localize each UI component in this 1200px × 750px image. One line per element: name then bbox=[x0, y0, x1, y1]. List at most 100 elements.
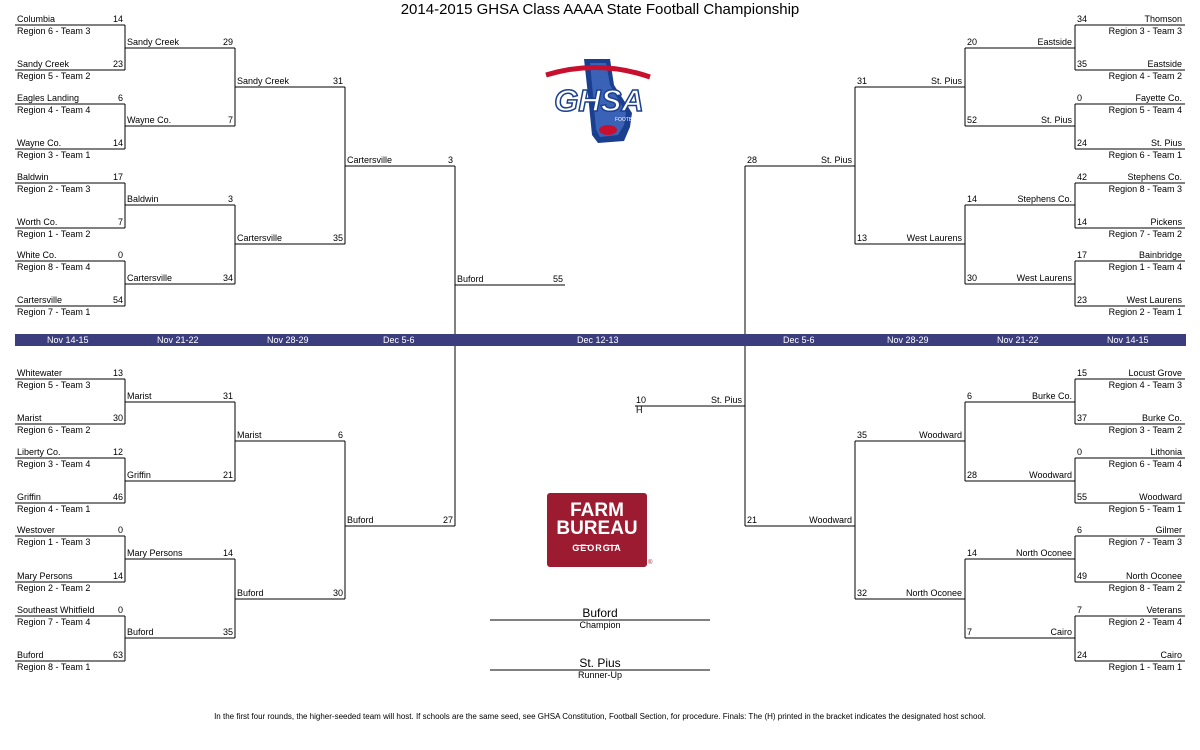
r1-right-team: Gilmer bbox=[1155, 525, 1183, 535]
r1-right-score: 55 bbox=[1077, 492, 1088, 502]
final-left-score: 55 bbox=[552, 274, 563, 284]
r2-right-team: Woodward bbox=[1029, 470, 1072, 480]
r1-right-seed: Region 4 - Team 2 bbox=[1108, 71, 1182, 81]
final-host-marker: H bbox=[636, 405, 643, 415]
r1-right-seed: Region 7 - Team 3 bbox=[1108, 537, 1182, 547]
r2-right-team: Stephens Co. bbox=[1017, 194, 1072, 204]
r1-left-seed: Region 6 - Team 3 bbox=[17, 26, 91, 36]
r1-right-team: Eastside bbox=[1147, 59, 1182, 69]
r1-left-seed: Region 3 - Team 4 bbox=[17, 459, 91, 469]
football-icon bbox=[599, 125, 617, 135]
r1-right-seed: Region 1 - Team 1 bbox=[1108, 662, 1182, 672]
r1-right-score: 14 bbox=[1077, 217, 1088, 227]
r1-right-seed: Region 2 - Team 4 bbox=[1108, 617, 1182, 627]
r1-left-score: 54 bbox=[112, 295, 123, 305]
r2-right-score: 6 bbox=[967, 391, 973, 401]
r1-left-score: 30 bbox=[112, 413, 123, 423]
r1-left-score: 7 bbox=[117, 217, 123, 227]
r1-left-team: Eagles Landing bbox=[17, 93, 80, 103]
r1-right-seed: Region 8 - Team 3 bbox=[1108, 184, 1182, 194]
r2-left-team: Marist bbox=[127, 391, 152, 401]
r1-left-team: Liberty Co. bbox=[17, 447, 61, 457]
r2-left-score: 31 bbox=[222, 391, 233, 401]
qf-right-score: 35 bbox=[857, 430, 868, 440]
r1-left-seed: Region 4 - Team 4 bbox=[17, 105, 91, 115]
farm-bureau-line2: BUREAU bbox=[556, 518, 638, 539]
r1-right-score: 37 bbox=[1077, 413, 1088, 423]
r1-left-team: Buford bbox=[17, 650, 44, 660]
r1-right-seed: Region 5 - Team 1 bbox=[1108, 504, 1182, 514]
champion-name: Buford bbox=[582, 606, 618, 620]
date-left-r3: Nov 28-29 bbox=[267, 335, 309, 345]
qf-left-score: 35 bbox=[332, 233, 343, 243]
r1-left-team: Cartersville bbox=[17, 295, 63, 305]
r2-right-score: 30 bbox=[967, 273, 978, 283]
r1-left-seed: Region 2 - Team 3 bbox=[17, 184, 91, 194]
r2-left-score: 34 bbox=[222, 273, 233, 283]
sf-right-team: Woodward bbox=[809, 515, 852, 525]
r2-right-team: West Laurens bbox=[1016, 273, 1072, 283]
date-right-r1: Nov 14-15 bbox=[1107, 335, 1149, 345]
r1-left-seed: Region 7 - Team 4 bbox=[17, 617, 91, 627]
r1-right-seed: Region 3 - Team 2 bbox=[1108, 425, 1182, 435]
qf-left-score: 31 bbox=[332, 76, 343, 86]
r1-right-team: Lithonia bbox=[1150, 447, 1182, 457]
r1-right-seed: Region 8 - Team 2 bbox=[1108, 583, 1182, 593]
r1-left-team: White Co. bbox=[17, 250, 57, 260]
qf-right-score: 31 bbox=[857, 76, 868, 86]
r1-left-seed: Region 5 - Team 2 bbox=[17, 71, 91, 81]
r1-right-seed: Region 3 - Team 3 bbox=[1108, 26, 1182, 36]
r1-right-team: Bainbridge bbox=[1138, 250, 1182, 260]
r1-left-seed: Region 7 - Team 1 bbox=[17, 307, 91, 317]
date-right-r3: Nov 28-29 bbox=[887, 335, 929, 345]
r1-left-score: 0 bbox=[117, 250, 123, 260]
r2-left-score: 21 bbox=[222, 470, 233, 480]
date-left-r1: Nov 14-15 bbox=[47, 335, 89, 345]
r1-left-score: 63 bbox=[112, 650, 123, 660]
r2-left-team: Sandy Creek bbox=[127, 37, 180, 47]
r1-right-seed: Region 6 - Team 4 bbox=[1108, 459, 1182, 469]
r1-right-seed: Region 6 - Team 1 bbox=[1108, 150, 1182, 160]
r1-left-score: 23 bbox=[112, 59, 123, 69]
r1-left-score: 46 bbox=[112, 492, 123, 502]
r2-left-team: Wayne Co. bbox=[127, 115, 172, 125]
sf-right-score: 28 bbox=[747, 155, 758, 165]
r2-right-team: Cairo bbox=[1050, 627, 1072, 637]
r1-right-score: 23 bbox=[1077, 295, 1088, 305]
r1-left-seed: Region 2 - Team 2 bbox=[17, 583, 91, 593]
farm-bureau-line1: FARM bbox=[570, 500, 624, 521]
divider-right bbox=[605, 545, 619, 546]
qf-left-team: Cartersville bbox=[237, 233, 283, 243]
date-right-r2: Nov 21-22 bbox=[997, 335, 1039, 345]
r1-right-team: Veterans bbox=[1146, 605, 1182, 615]
r1-left-team: Mary Persons bbox=[17, 571, 73, 581]
r1-right-score: 7 bbox=[1077, 605, 1083, 615]
r1-left-score: 14 bbox=[112, 14, 123, 24]
ghsa-logo-text: GHSA bbox=[554, 83, 644, 118]
sf-right-team: St. Pius bbox=[820, 155, 852, 165]
final-right-score: 10 bbox=[636, 395, 647, 405]
r2-right-score: 14 bbox=[967, 194, 978, 204]
r1-left-score: 13 bbox=[112, 368, 123, 378]
date-center: Dec 12-13 bbox=[577, 335, 619, 345]
r1-right-score: 24 bbox=[1077, 650, 1088, 660]
sf-left-score: 3 bbox=[447, 155, 453, 165]
date-right-r4: Dec 5-6 bbox=[783, 335, 815, 345]
r1-right-team: Fayette Co. bbox=[1135, 93, 1182, 103]
r1-left-seed: Region 8 - Team 4 bbox=[17, 262, 91, 272]
r2-right-score: 20 bbox=[967, 37, 978, 47]
sf-right-score: 21 bbox=[747, 515, 758, 525]
r1-right-score: 34 bbox=[1077, 14, 1088, 24]
r1-left-score: 14 bbox=[112, 138, 123, 148]
qf-right-score: 32 bbox=[857, 588, 868, 598]
r1-left-team: Sandy Creek bbox=[17, 59, 70, 69]
qf-right-team: North Oconee bbox=[905, 588, 962, 598]
r1-right-score: 17 bbox=[1077, 250, 1088, 260]
divider-left bbox=[575, 545, 589, 546]
r2-right-score: 52 bbox=[967, 115, 978, 125]
r1-right-seed: Region 4 - Team 3 bbox=[1108, 380, 1182, 390]
r2-left-score: 3 bbox=[227, 194, 233, 204]
r1-left-score: 6 bbox=[117, 93, 123, 103]
page-title: 2014-2015 GHSA Class AAAA State Football… bbox=[400, 1, 800, 18]
r1-right-score: 42 bbox=[1077, 172, 1088, 182]
